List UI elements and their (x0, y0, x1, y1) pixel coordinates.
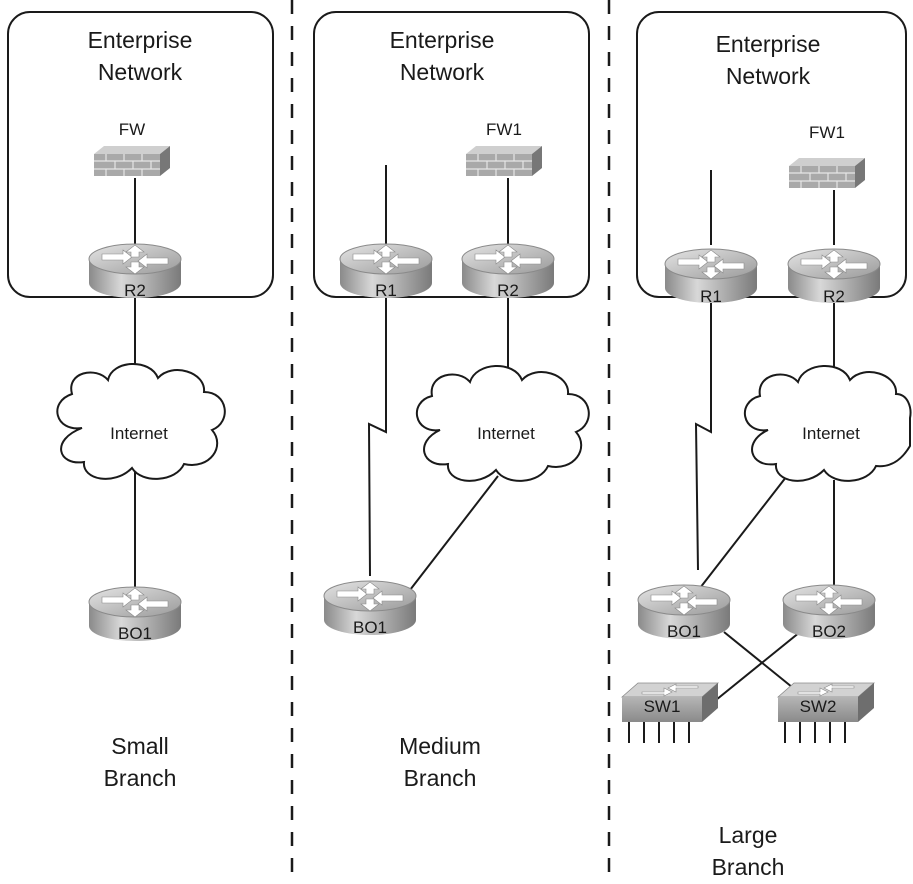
small-branch-caption-line1: Small (111, 733, 169, 759)
small-branch-caption-line2: Branch (104, 765, 177, 791)
large-firewall-label: FW1 (809, 123, 845, 142)
medium-firewall-icon (465, 145, 543, 177)
large-firewall-icon (788, 157, 866, 189)
small-firewall-label: FW (119, 120, 145, 139)
medium-enterprise-label-line1: Enterprise (390, 27, 495, 53)
large-switch1-label: SW1 (644, 697, 681, 716)
medium-internet-cloud-icon (415, 365, 590, 482)
medium-branch-caption-line1: Medium (399, 733, 481, 759)
medium-enterprise-label-line2: Network (400, 59, 485, 85)
large-branch-caption-line1: Large (719, 822, 778, 848)
large-branch-router2-label: BO2 (812, 622, 846, 641)
large-enterprise-label-line1: Enterprise (716, 31, 821, 57)
medium-branch-caption-line2: Branch (404, 765, 477, 791)
small-router-label: R2 (124, 281, 146, 300)
small-internet-label: Internet (110, 424, 168, 443)
medium-enterprise-network-box (313, 11, 590, 298)
large-wan-serial-link (694, 296, 712, 571)
large-router1-label: R1 (700, 287, 722, 306)
small-enterprise-label-line1: Enterprise (88, 27, 193, 53)
medium-branch-panel: Enterprise Network FW1 R1 R2 Internet BO… (313, 11, 590, 791)
small-branch-panel: Enterprise Network FW R2 Internet BO1 Sm… (7, 11, 274, 791)
large-internet-cloud-icon (743, 365, 912, 482)
small-firewall-icon (93, 145, 171, 177)
large-branch-router1-label: BO1 (667, 622, 701, 641)
small-internet-cloud-icon (56, 363, 226, 480)
small-enterprise-label-line2: Network (98, 59, 183, 85)
large-internet-label: Internet (802, 424, 860, 443)
large-branch-caption-line2: Branch (712, 854, 785, 880)
large-enterprise-network-box (636, 11, 907, 298)
medium-router1-label: R1 (375, 281, 397, 300)
small-branch-router-label: BO1 (118, 624, 152, 643)
large-switch2-label: SW2 (800, 697, 837, 716)
medium-wan-serial-link (367, 296, 387, 577)
large-branch-panel: Enterprise Network FW1 R1 R2 Internet BO… (621, 11, 912, 880)
medium-router2-label: R2 (497, 281, 519, 300)
large-router2-label: R2 (823, 287, 845, 306)
medium-firewall-label: FW1 (486, 120, 522, 139)
large-enterprise-label-line2: Network (726, 63, 811, 89)
medium-branch-router-label: BO1 (353, 618, 387, 637)
medium-internet-label: Internet (477, 424, 535, 443)
